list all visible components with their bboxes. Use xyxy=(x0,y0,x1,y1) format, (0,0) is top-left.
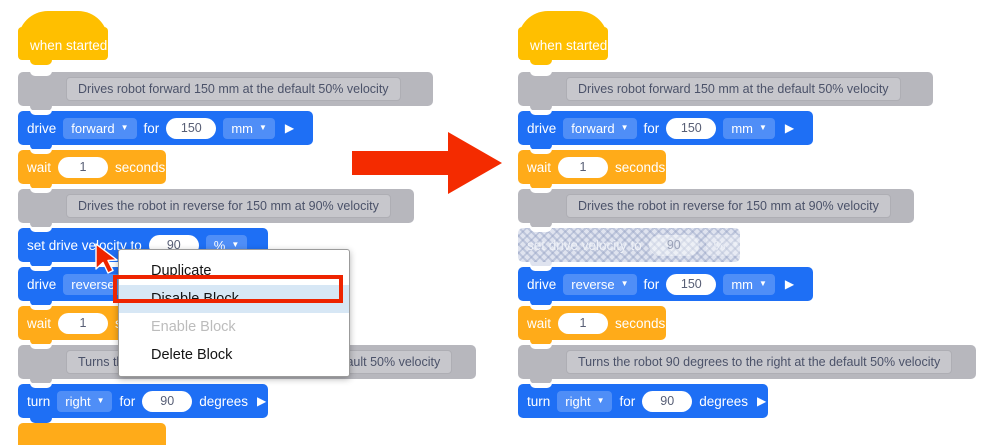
block-label: when started xyxy=(530,38,608,53)
block-turn-right[interactable]: turn right ▼ for 90 degrees ▶ xyxy=(18,383,268,423)
degrees-input[interactable]: 90 xyxy=(642,390,693,412)
comment-text: Turns the robot 90 degrees to the right … xyxy=(566,350,953,374)
for-label: for xyxy=(643,276,660,292)
seconds-label: seconds xyxy=(615,315,666,331)
distance-input[interactable]: 150 xyxy=(166,117,217,139)
block-label: set drive velocity to xyxy=(27,237,142,253)
block-label: turn xyxy=(527,393,551,409)
for-label: for xyxy=(143,120,160,136)
direction-dropdown[interactable]: forward ▼ xyxy=(563,117,637,139)
degrees-label: degrees xyxy=(699,393,749,409)
wait-seconds-input[interactable]: 1 xyxy=(558,156,609,178)
block-when-started[interactable]: when started xyxy=(18,11,108,65)
block-wait[interactable]: wait 1 seconds xyxy=(18,149,166,189)
block-wait[interactable]: wait 1 seconds xyxy=(518,305,666,345)
block-label: turn xyxy=(27,393,51,409)
block-drive-forward[interactable]: drive forward ▼ for 150 mm ▼ ▶ xyxy=(518,110,813,150)
menu-item-disable-block[interactable]: Disable Block xyxy=(119,285,349,313)
distance-input[interactable]: 150 xyxy=(666,273,717,295)
play-icon[interactable]: ▶ xyxy=(784,277,795,291)
block-label: drive xyxy=(527,276,557,292)
chevron-down-icon: ▼ xyxy=(96,396,105,405)
block-label: drive xyxy=(27,120,57,136)
menu-item-duplicate[interactable]: Duplicate xyxy=(119,257,349,285)
block-label: set drive velocity to xyxy=(527,237,642,253)
comment-text: Drives the robot in reverse for 150 mm a… xyxy=(566,194,891,218)
play-icon[interactable]: ▶ xyxy=(257,394,267,408)
comment-text: Drives robot forward 150 mm at the defau… xyxy=(566,77,901,101)
unit-dropdown[interactable]: mm ▼ xyxy=(723,117,775,139)
block-label: drive xyxy=(27,276,57,292)
block-label: wait xyxy=(527,315,552,331)
block-turn-right[interactable]: turn right ▼ for 90 degrees ▶ xyxy=(518,383,768,418)
block-label: wait xyxy=(27,315,52,331)
hat-dome xyxy=(518,11,608,41)
hat-dome xyxy=(18,11,108,41)
chevron-down-icon: ▼ xyxy=(231,240,240,249)
play-icon[interactable]: ▶ xyxy=(784,121,795,135)
block-label: wait xyxy=(527,159,552,175)
chevron-down-icon: ▼ xyxy=(620,123,629,132)
chevron-down-icon: ▼ xyxy=(758,279,767,288)
menu-item-label: Delete Block xyxy=(151,347,233,363)
right-arrow-icon xyxy=(352,132,502,194)
block-label: drive xyxy=(527,120,557,136)
block-label: wait xyxy=(27,159,52,175)
block-when-started[interactable]: when started xyxy=(518,11,608,65)
unit-dropdown[interactable]: mm ▼ xyxy=(723,273,775,295)
for-label: for xyxy=(119,393,136,409)
velocity-unit-dropdown[interactable]: % ▼ xyxy=(705,234,748,256)
menu-item-label: Duplicate xyxy=(151,263,212,279)
comment-text: Drives robot forward 150 mm at the defau… xyxy=(66,77,401,101)
chevron-down-icon: ▼ xyxy=(731,240,740,249)
wait-seconds-input[interactable]: 1 xyxy=(558,312,609,334)
velocity-input[interactable]: 90 xyxy=(648,234,699,256)
mouse-pointer-icon xyxy=(95,243,118,274)
seconds-label: seconds xyxy=(615,159,666,175)
block-wait[interactable]: wait 1 seconds xyxy=(518,149,666,189)
degrees-input[interactable]: 90 xyxy=(142,390,193,412)
unit-dropdown[interactable]: mm ▼ xyxy=(223,117,275,139)
block-label: when started xyxy=(30,38,108,53)
after-disable-panel: when started Drives robot forward 150 mm… xyxy=(500,0,997,445)
comment-block[interactable]: Turns the robot 90 degrees to the right … xyxy=(518,344,976,384)
wait-seconds-input[interactable]: 1 xyxy=(58,312,109,334)
before-disable-panel: when started Drives robot forward 150 mm… xyxy=(0,0,476,445)
block-partial-next[interactable] xyxy=(18,423,166,445)
wait-seconds-input[interactable]: 1 xyxy=(58,156,109,178)
chevron-down-icon: ▼ xyxy=(258,123,267,132)
degrees-label: degrees xyxy=(199,393,249,409)
distance-input[interactable]: 150 xyxy=(666,117,717,139)
direction-dropdown[interactable]: right ▼ xyxy=(57,390,113,412)
menu-item-delete-block[interactable]: Delete Block xyxy=(119,341,349,369)
block-set-drive-velocity-disabled[interactable]: set drive velocity to 90 % ▼ xyxy=(518,227,748,267)
direction-dropdown[interactable]: right ▼ xyxy=(557,390,613,412)
comment-block[interactable]: Drives the robot in reverse for 150 mm a… xyxy=(18,188,414,228)
comment-block[interactable]: Drives robot forward 150 mm at the defau… xyxy=(518,71,933,111)
play-icon[interactable]: ▶ xyxy=(757,394,767,408)
block-drive-reverse[interactable]: drive reverse ▼ for 150 mm ▼ ▶ xyxy=(518,266,813,306)
menu-item-label: Disable Block xyxy=(151,291,239,307)
play-icon[interactable]: ▶ xyxy=(284,121,295,135)
for-label: for xyxy=(619,393,636,409)
chevron-down-icon: ▼ xyxy=(758,123,767,132)
comment-text: Drives the robot in reverse for 150 mm a… xyxy=(66,194,391,218)
block-drive-forward[interactable]: drive forward ▼ for 150 mm ▼ ▶ xyxy=(18,110,313,150)
seconds-label: seconds xyxy=(115,159,166,175)
comment-block[interactable]: Drives the robot in reverse for 150 mm a… xyxy=(518,188,914,228)
menu-item-label: Enable Block xyxy=(151,319,236,335)
direction-dropdown[interactable]: reverse ▼ xyxy=(563,273,637,295)
for-label: for xyxy=(643,120,660,136)
chevron-down-icon: ▼ xyxy=(596,396,605,405)
chevron-down-icon: ▼ xyxy=(620,279,629,288)
context-menu[interactable]: Duplicate Disable Block Enable Block Del… xyxy=(118,249,350,377)
direction-dropdown[interactable]: forward ▼ xyxy=(63,117,137,139)
chevron-down-icon: ▼ xyxy=(120,123,129,132)
comment-block[interactable]: Drives robot forward 150 mm at the defau… xyxy=(18,71,433,111)
menu-item-enable-block: Enable Block xyxy=(119,313,349,341)
